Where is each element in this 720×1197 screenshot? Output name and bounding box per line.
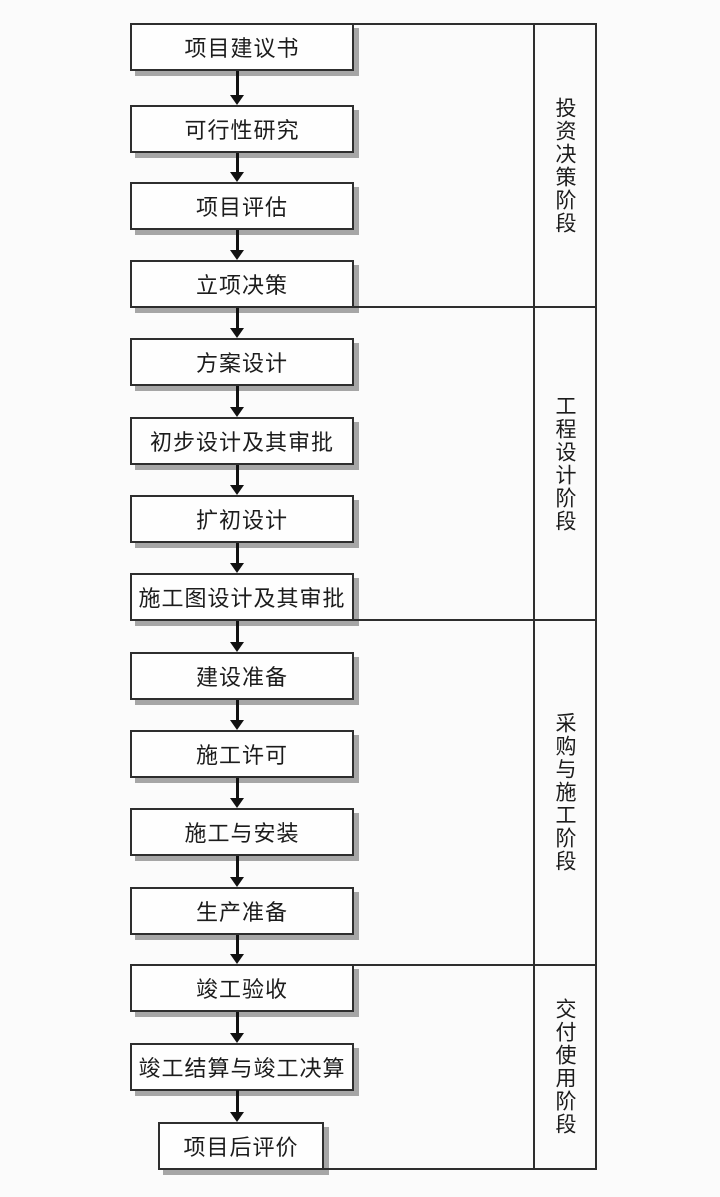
flow-step-9: 建设准备 <box>130 652 354 700</box>
flow-step-5: 方案设计 <box>130 338 354 386</box>
down-arrow-icon <box>230 71 244 105</box>
flow-step-label: 竣工结算与竣工决算 <box>138 1056 346 1081</box>
phase-boundary-line-3-4 <box>352 964 535 966</box>
arrow-head-icon <box>230 563 244 573</box>
flow-step-15: 项目后评价 <box>158 1122 324 1170</box>
arrow-stem <box>235 856 239 877</box>
flow-step-label: 方案设计 <box>195 351 288 376</box>
phase-section-investment-decision: 投资决策阶段 <box>535 25 595 308</box>
flow-step-13: 竣工验收 <box>130 964 354 1012</box>
phase-bar: 投资决策阶段 工程设计阶段 采购与施工阶段 交付使用阶段 <box>533 23 597 1170</box>
arrow-stem <box>235 543 239 563</box>
flow-step-label: 项目建议书 <box>184 36 300 61</box>
arrow-stem <box>235 230 239 250</box>
flow-step-12: 生产准备 <box>130 887 354 935</box>
arrow-head-icon <box>230 1112 244 1122</box>
phase-boundary-line-top <box>352 23 535 25</box>
arrow-head-icon <box>230 1033 244 1043</box>
down-arrow-icon <box>230 543 244 573</box>
down-arrow-icon <box>230 465 244 495</box>
down-arrow-icon <box>230 153 244 182</box>
arrow-head-icon <box>230 485 244 495</box>
flow-step-label: 立项决策 <box>195 273 288 298</box>
arrow-stem <box>235 71 239 95</box>
phase-section-delivery-use: 交付使用阶段 <box>535 966 595 1168</box>
phase-section-procurement-construction: 采购与施工阶段 <box>535 621 595 966</box>
flow-step-1: 项目建议书 <box>130 23 354 71</box>
arrow-stem <box>235 1090 239 1112</box>
down-arrow-icon <box>230 700 244 730</box>
arrow-stem <box>235 308 239 328</box>
arrow-stem <box>235 386 239 407</box>
arrow-stem <box>235 935 239 954</box>
arrow-head-icon <box>230 95 244 105</box>
flow-step-2: 可行性研究 <box>130 105 354 153</box>
flow-step-label: 扩初设计 <box>195 508 288 533</box>
arrow-head-icon <box>230 877 244 887</box>
phase-label: 工程设计阶段 <box>553 394 577 533</box>
flow-step-label: 可行性研究 <box>184 118 300 143</box>
flow-step-7: 扩初设计 <box>130 495 354 543</box>
down-arrow-icon <box>230 1090 244 1122</box>
flow-step-label: 施工许可 <box>195 743 288 768</box>
flow-step-label: 生产准备 <box>195 900 288 925</box>
down-arrow-icon <box>230 386 244 417</box>
flow-step-8: 施工图设计及其审批 <box>130 573 354 621</box>
flow-step-3: 项目评估 <box>130 182 354 230</box>
arrow-head-icon <box>230 250 244 260</box>
flow-step-label: 建设准备 <box>195 665 288 690</box>
arrow-head-icon <box>230 328 244 338</box>
flow-step-4: 立项决策 <box>130 260 354 308</box>
down-arrow-icon <box>230 1012 244 1043</box>
flow-step-label: 项目评估 <box>195 195 288 220</box>
flow-step-label: 施工与安装 <box>184 821 300 846</box>
down-arrow-icon <box>230 778 244 808</box>
arrow-stem <box>235 1012 239 1033</box>
down-arrow-icon <box>230 856 244 887</box>
down-arrow-icon <box>230 308 244 338</box>
arrow-head-icon <box>230 798 244 808</box>
phase-label: 交付使用阶段 <box>553 998 577 1136</box>
arrow-head-icon <box>230 642 244 652</box>
flow-step-14: 竣工结算与竣工决算 <box>130 1043 354 1091</box>
down-arrow-icon <box>230 935 244 964</box>
flow-step-6: 初步设计及其审批 <box>130 417 354 465</box>
flow-step-10: 施工许可 <box>130 730 354 778</box>
arrow-head-icon <box>230 172 244 182</box>
phase-label: 采购与施工阶段 <box>553 712 577 873</box>
phase-section-engineering-design: 工程设计阶段 <box>535 308 595 621</box>
arrow-stem <box>235 700 239 720</box>
flow-step-label: 施工图设计及其审批 <box>138 586 346 611</box>
arrow-head-icon <box>230 407 244 417</box>
down-arrow-icon <box>230 621 244 652</box>
phase-label: 投资决策阶段 <box>553 96 577 235</box>
down-arrow-icon <box>230 230 244 260</box>
arrow-stem <box>235 153 239 172</box>
flow-step-label: 初步设计及其审批 <box>149 430 334 455</box>
arrow-stem <box>235 465 239 485</box>
flow-step-label: 竣工验收 <box>195 977 288 1002</box>
phase-boundary-line-1-2 <box>352 306 535 308</box>
flow-step-11: 施工与安装 <box>130 808 354 856</box>
flow-step-label: 项目后评价 <box>183 1135 299 1160</box>
phase-boundary-line-bottom <box>322 1168 535 1170</box>
arrow-head-icon <box>230 720 244 730</box>
arrow-stem <box>235 778 239 798</box>
arrow-stem <box>235 621 239 642</box>
phase-boundary-line-2-3 <box>352 619 535 621</box>
arrow-head-icon <box>230 954 244 964</box>
